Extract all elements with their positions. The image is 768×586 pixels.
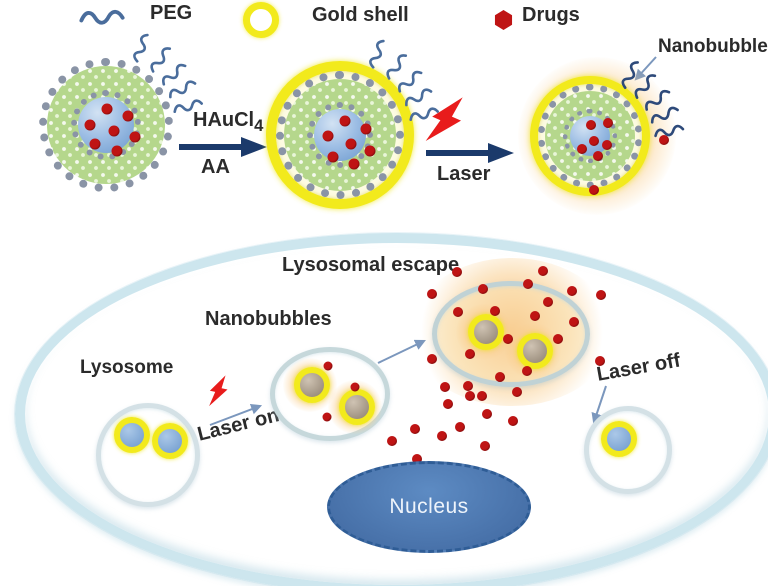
gold-ring [152,423,188,459]
drug-dot [322,130,334,142]
liposome-layers [276,71,404,199]
legend-gold-shell-label: Gold shell [312,4,409,26]
laser-off-vesicle [584,406,672,494]
drug-dot [323,361,333,371]
gold-ring [601,421,637,457]
laser-label: Laser [437,163,491,185]
gold-shell-nanoparticle [266,61,414,209]
gold-ring [517,333,553,369]
vesicle-drug-dots [275,352,385,436]
reagent-sub: 4 [254,116,264,135]
reagent2-label: AA [201,156,230,178]
nanobubbles-label: Nanobubbles [205,308,332,330]
reagent-label: HAuCl4 [193,109,263,136]
aqueous-core [314,109,376,170]
drug-dot [348,158,360,170]
drug-dot [577,144,587,154]
laser-off-arrow [591,385,607,425]
lysosome-vesicle [96,403,200,507]
lysosomal-escape-label: Lysosomal escape [282,254,460,276]
drug-dot [360,123,372,135]
laser-on-arrow [209,403,263,426]
nucleus: Nucleus [327,461,531,553]
drug-icon [494,10,513,30]
drug-dot [593,151,603,161]
nanoparticle-mini [339,389,375,439]
aqueous-core [78,97,141,157]
legend-drugs-label: Drugs [522,4,580,26]
lysosomal-escape-vesicle [432,281,590,387]
nanobubble-nanoparticle [530,76,650,196]
peg-tails-icon [122,455,142,467]
liposome-nanoparticle [39,58,173,192]
drug-dot [586,120,596,130]
drug-dot [111,145,123,157]
nanoparticle-mini [152,423,188,473]
aqueous-core [570,116,613,161]
nanoparticle-mini [601,421,637,471]
lysosome-label: Lysosome [80,357,174,378]
nanoparticle-mini [114,417,150,467]
inner-lipid-ring [71,90,141,160]
gold-ring [114,417,150,453]
drug-dot [129,131,141,143]
peg-tails-icon [160,461,180,473]
drug-dot [339,115,351,127]
nanoparticle-mini [294,367,330,417]
drug-dot [602,140,612,150]
gold-ring [339,389,375,425]
drug-dot [603,118,613,128]
nanobubbles-vesicle [270,347,390,441]
drug-dot [89,138,101,150]
drug-dot [122,110,134,122]
peg-tails-icon [525,371,545,383]
nanoparticle-mini [517,333,553,383]
gold-shell-icon [243,2,279,38]
drug-dot [322,412,332,422]
drug-dot [108,125,120,137]
gold-ring [294,367,330,403]
nucleus-label: Nucleus [389,495,469,518]
drug-dot [101,103,113,115]
drug-dot [350,382,360,392]
peg-squiggle-icon [79,9,125,25]
nanoparticle-mini [468,314,504,364]
liposome-layers [538,84,642,188]
inner-lipid-ring [307,102,373,168]
drug-dot [84,119,96,131]
legend-peg-label: PEG [150,2,193,24]
drug-dot [345,138,357,150]
reagent-main: HAuCl [193,109,255,131]
peg-tails-icon [476,352,496,364]
drug-dot [327,151,339,163]
drug-dot [364,145,376,157]
gold-ring [468,314,504,350]
laser-arrow-icon [426,143,514,163]
inner-lipid-ring [563,109,617,163]
peg-tails-icon [609,459,629,471]
drug-dot [589,136,599,146]
nanobubble-label: Nanobubble [658,36,768,57]
reaction-arrow-icon [179,137,267,157]
